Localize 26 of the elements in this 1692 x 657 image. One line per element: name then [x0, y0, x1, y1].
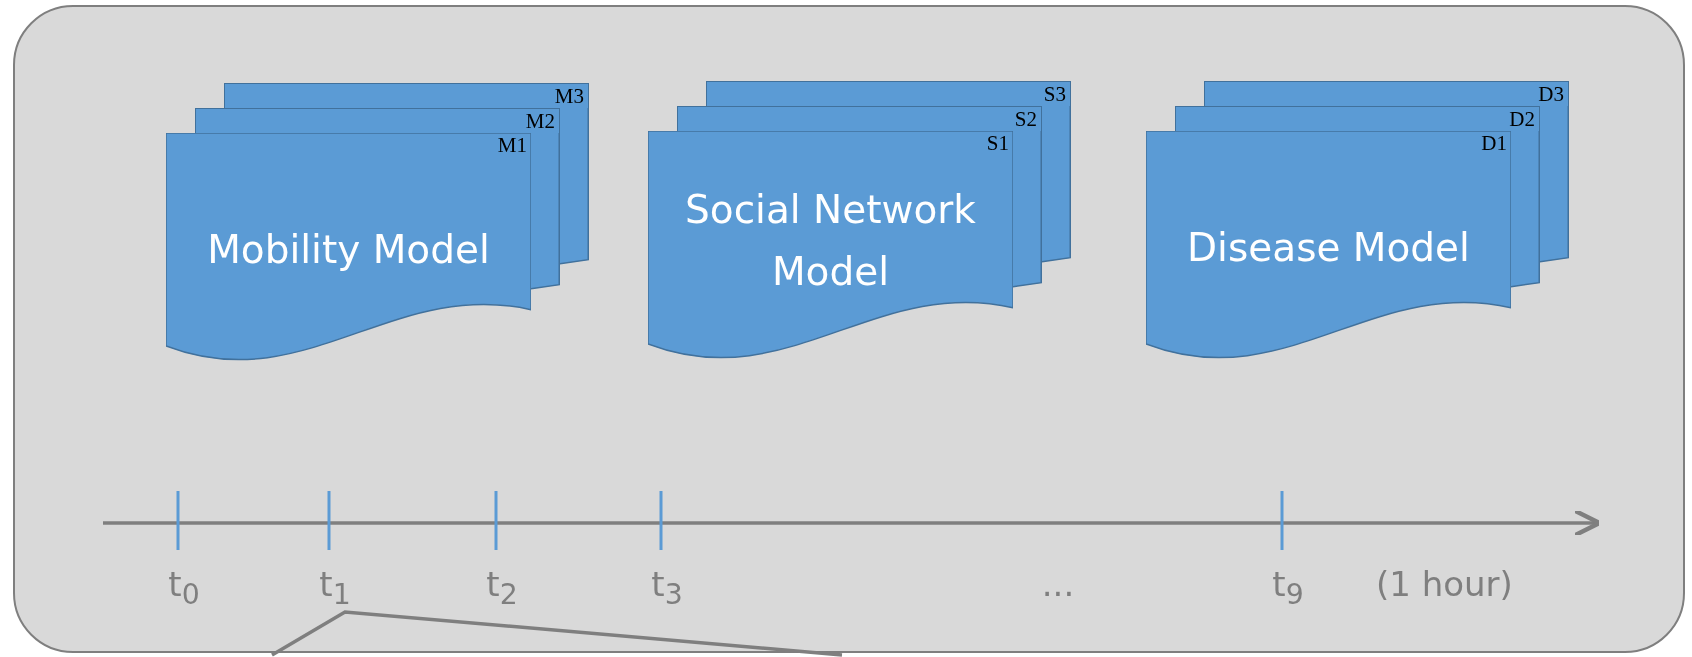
- model-version-label: M1: [497, 135, 527, 156]
- stacked-document-top: [677, 106, 1042, 131]
- model-version-label: D1: [1481, 133, 1507, 154]
- model-title: Disease Model: [1186, 224, 1471, 272]
- model-version-label: S1: [986, 133, 1009, 154]
- model-version-label: S2: [1014, 109, 1037, 130]
- model-version-label: S3: [1043, 84, 1066, 105]
- stacked-document-top: [1204, 81, 1569, 106]
- stacked-document-top: [224, 83, 589, 108]
- model-version-label: M2: [525, 111, 555, 132]
- stacked-document-top: [1175, 106, 1540, 131]
- model-version-label: D2: [1509, 109, 1535, 130]
- model-title: Mobility Model: [206, 226, 491, 274]
- axis-note: (1 hour): [1376, 567, 1513, 601]
- stacked-document-top: [706, 81, 1071, 106]
- time-step-label: t$_{2}$: [486, 567, 518, 610]
- panel-background: [13, 5, 1685, 653]
- time-step-label: t$_{3}$: [651, 567, 683, 610]
- model-version-label: M3: [554, 86, 584, 107]
- stacked-document-top: [195, 108, 560, 133]
- time-step-label: t$_{0}$: [168, 567, 200, 610]
- time-step-label: t$_{1}$: [319, 567, 351, 610]
- axis-note: ...: [1041, 567, 1075, 601]
- time-step-label: t$_{9}$: [1272, 567, 1304, 610]
- model-title: Social Network Model: [684, 186, 977, 297]
- model-version-label: D3: [1538, 84, 1564, 105]
